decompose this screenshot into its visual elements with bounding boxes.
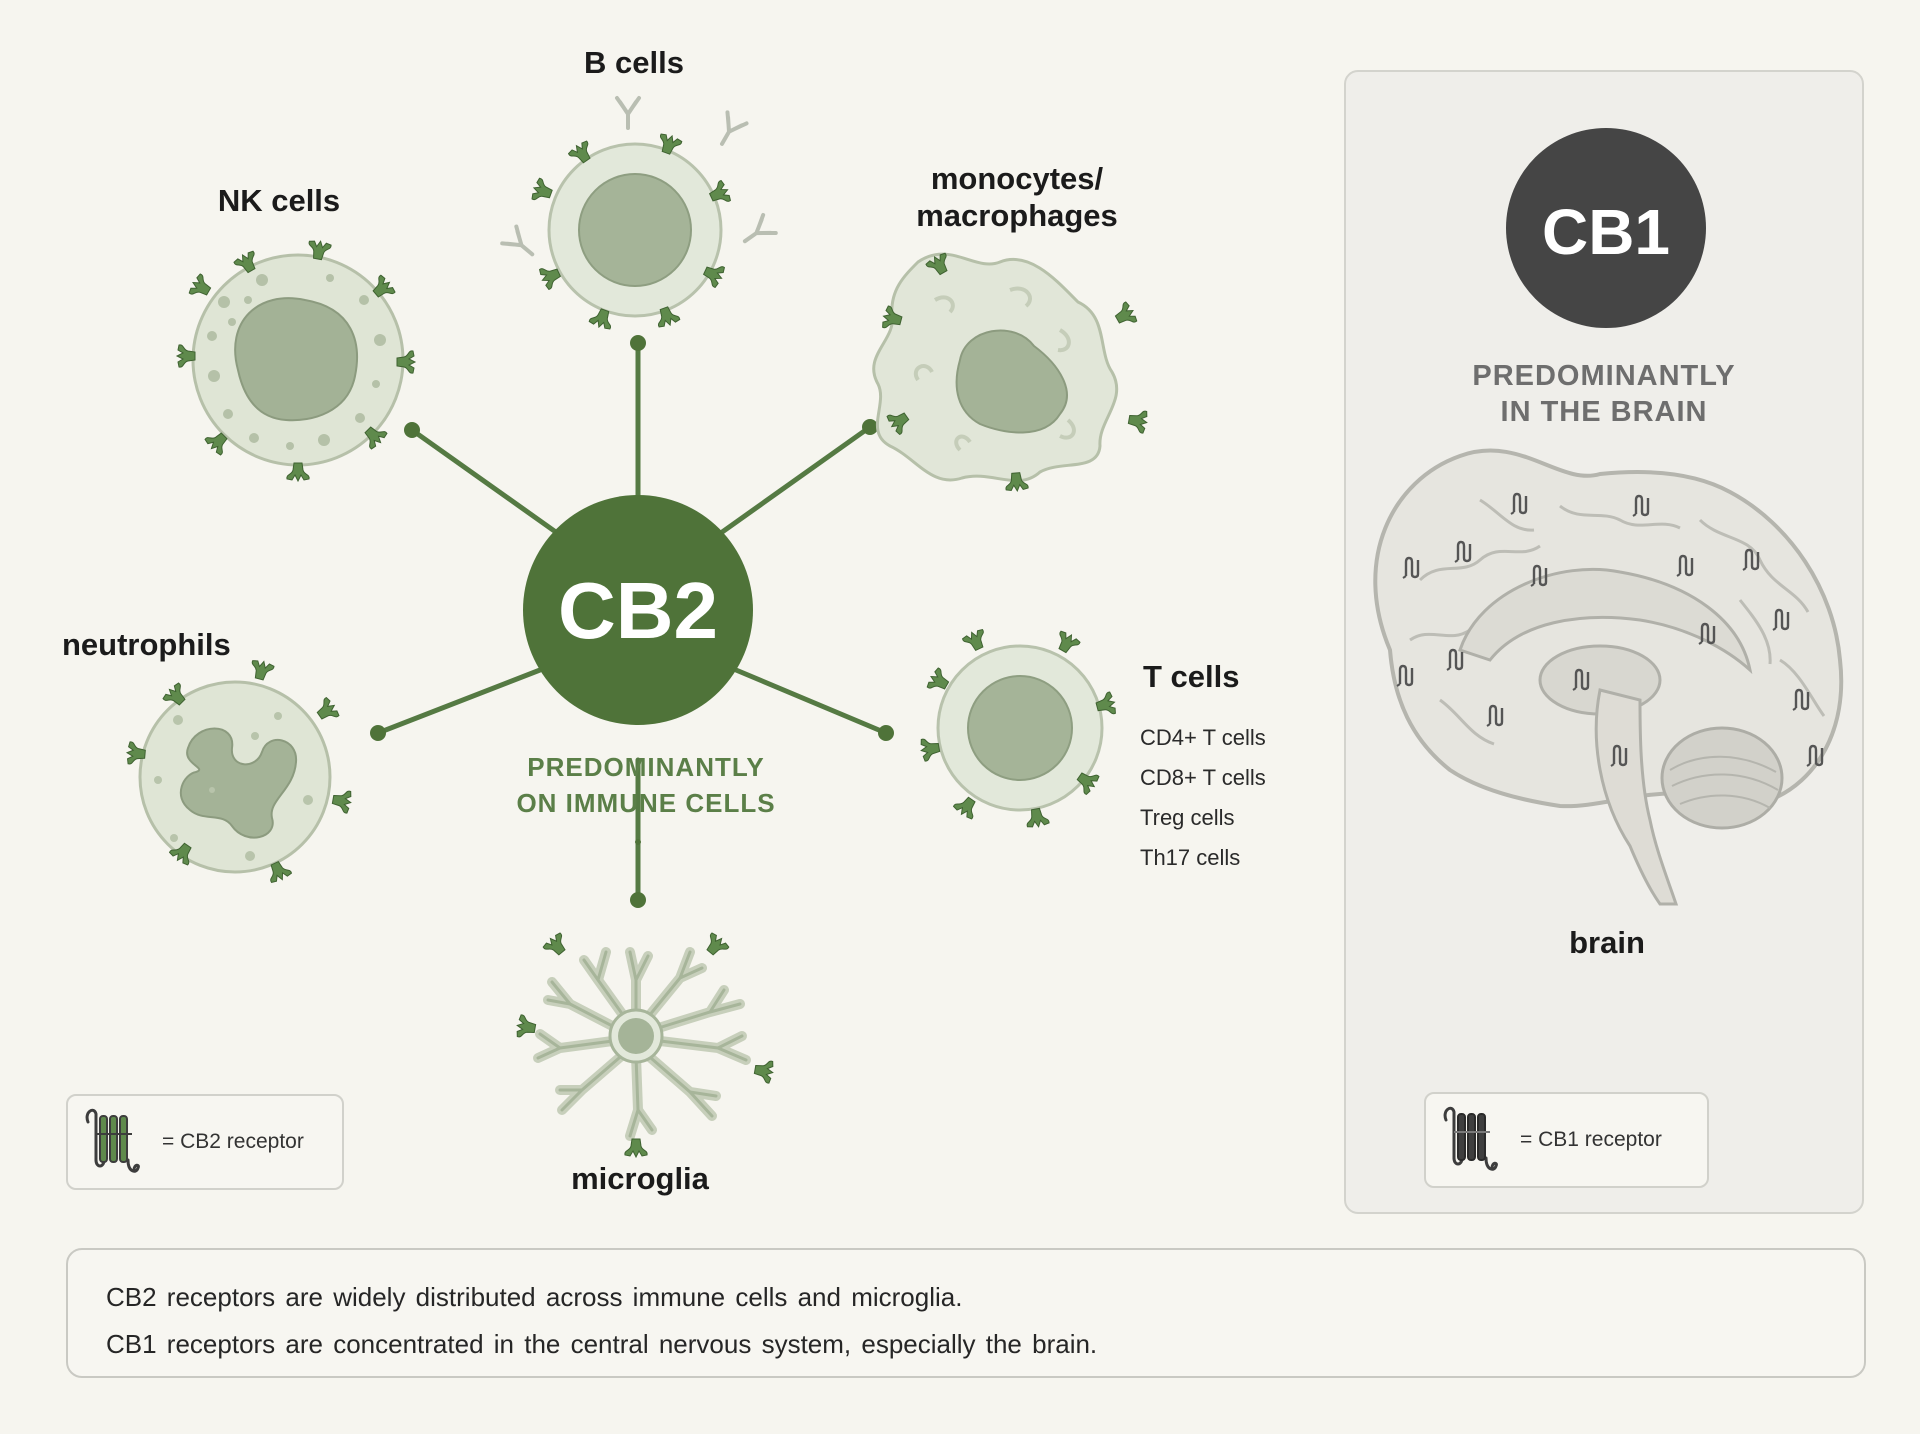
macrophage-illustration bbox=[872, 250, 1150, 493]
cb1-circle bbox=[1506, 128, 1706, 328]
cb2-receptor-icon bbox=[85, 1108, 140, 1173]
t-cell-subtype-list: CD4+ T cells CD8+ T cells Treg cells Th1… bbox=[1140, 718, 1266, 878]
cb2-legend: = CB2 receptor bbox=[66, 1094, 344, 1190]
hub-connectors bbox=[375, 340, 889, 903]
cb1-tagline-line1: PREDOMINANTLY bbox=[1472, 360, 1736, 392]
cb2-tagline-line1: PREDOMINANTLY bbox=[527, 752, 765, 782]
connector-endpoints bbox=[370, 335, 894, 908]
cb1-legend-text: = CB1 receptor bbox=[1520, 1128, 1662, 1151]
t-cells-label: T cells bbox=[1143, 659, 1240, 694]
monocytes-label: monocytes/ macrophages bbox=[916, 160, 1118, 234]
neutrophil-illustration bbox=[125, 658, 354, 885]
footer-summary-box: CB2 receptors are widely distributed acr… bbox=[66, 1248, 1866, 1378]
b-cells-label: B cells bbox=[584, 45, 684, 80]
cb2-legend-text: = CB2 receptor bbox=[162, 1130, 304, 1153]
cb1-label: CB1 bbox=[1542, 196, 1670, 268]
cb1-tagline-line2: IN THE BRAIN bbox=[1500, 396, 1708, 428]
microglia-label: microglia bbox=[571, 1161, 709, 1196]
t-cell-subtype: CD4+ T cells bbox=[1140, 725, 1266, 750]
t-cell-subtype: CD8+ T cells bbox=[1140, 765, 1266, 790]
microglia-illustration bbox=[514, 930, 776, 1158]
nk-cell-illustration bbox=[176, 238, 416, 482]
neutrophils-label: neutrophils bbox=[62, 627, 231, 662]
monocytes-label-line1: monocytes/ bbox=[930, 161, 1104, 196]
b-cell-illustration bbox=[500, 96, 778, 332]
brain-illustration bbox=[1373, 448, 1844, 906]
t-cell-subtype: Treg cells bbox=[1140, 805, 1235, 830]
brain-label: brain bbox=[1569, 925, 1645, 960]
cb2-hub-label: CB2 bbox=[558, 566, 718, 655]
nk-cells-label: NK cells bbox=[217, 183, 341, 218]
cb1-receptor-icon bbox=[1443, 1106, 1498, 1171]
cb2-hub-circle bbox=[523, 495, 753, 725]
cb2-tagline: PREDOMINANTLY ON IMMUNE CELLS bbox=[516, 749, 775, 821]
t-cell-subtype: Th17 cells bbox=[1140, 845, 1241, 870]
footer-line: CB1 receptors are concentrated in the ce… bbox=[106, 1329, 1098, 1359]
monocytes-label-line2: macrophages bbox=[916, 198, 1118, 234]
cb1-tagline: PREDOMINANTLY IN THE BRAIN bbox=[1472, 358, 1735, 430]
footer-line: CB2 receptors are widely distributed acr… bbox=[106, 1282, 963, 1312]
cb1-legend: = CB1 receptor bbox=[1424, 1092, 1709, 1188]
t-cell-illustration bbox=[918, 627, 1118, 830]
cb2-tagline-line2: ON IMMUNE CELLS bbox=[516, 788, 776, 818]
